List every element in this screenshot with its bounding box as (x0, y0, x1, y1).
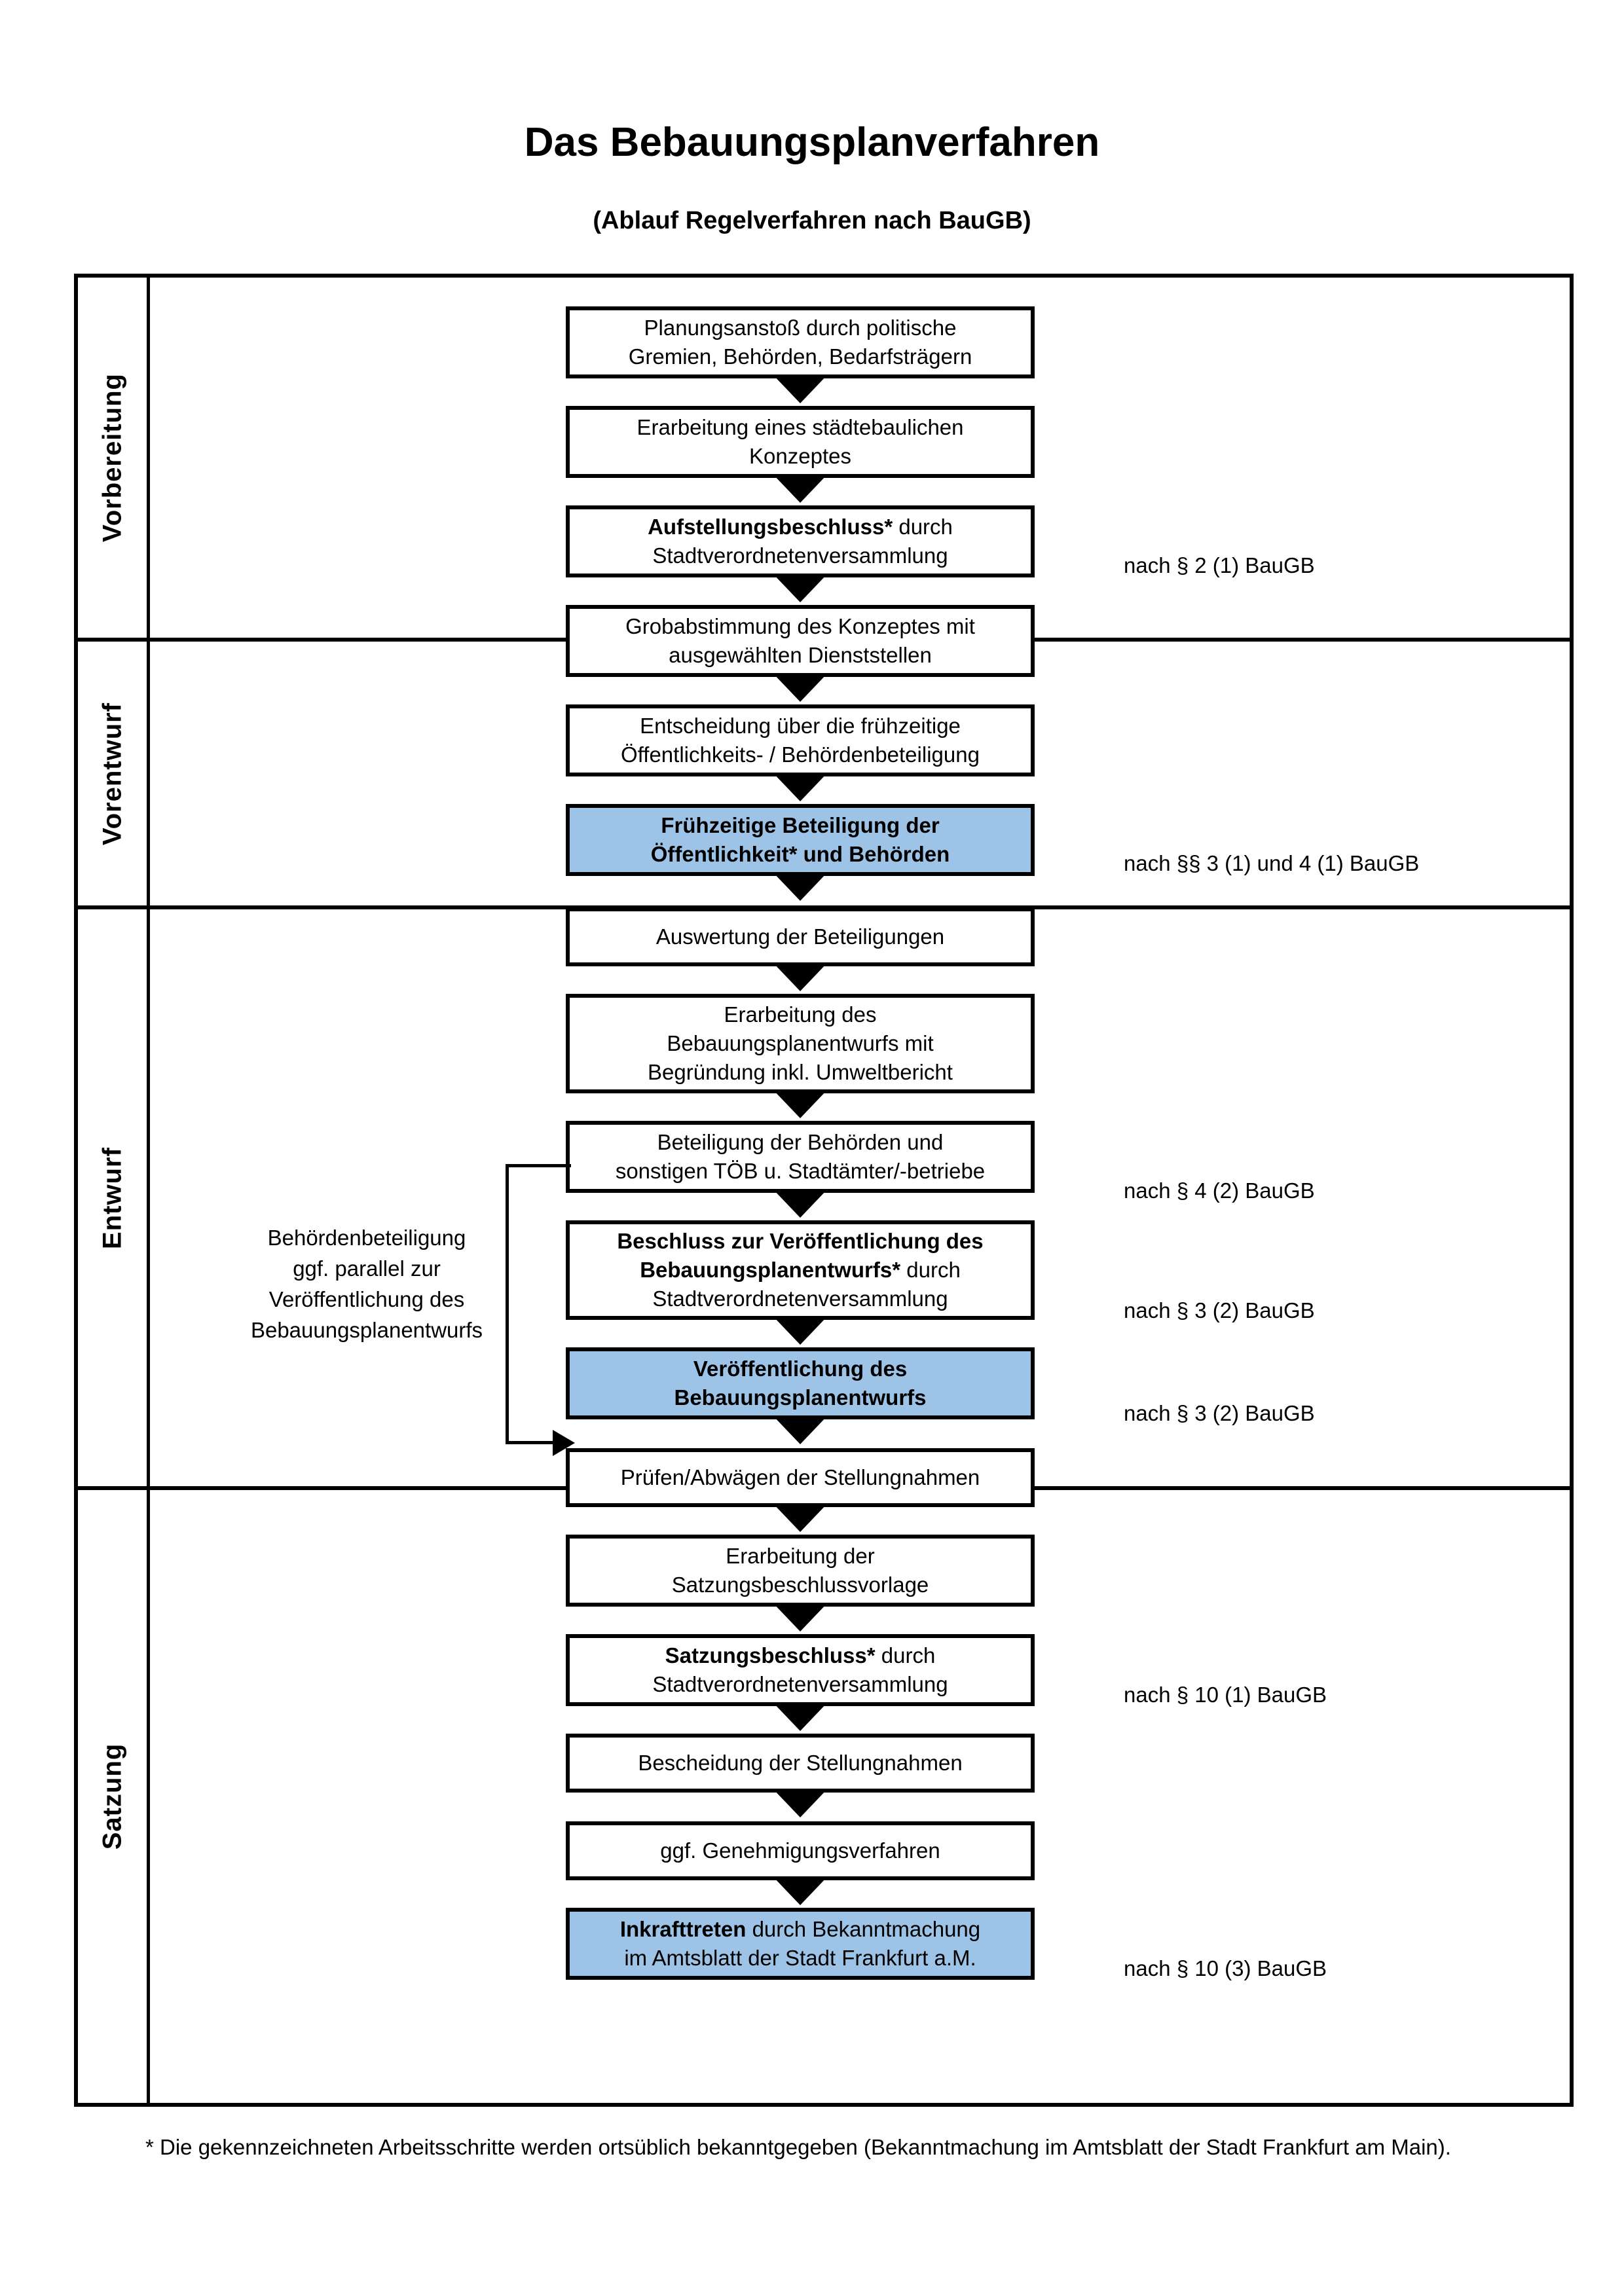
phase-label-satzung: Satzung (98, 1743, 126, 1850)
loop-connector (506, 1164, 578, 1456)
step-text-12: Prüfen/Abwägen der Stellungnahmen (620, 1465, 980, 1490)
arrow-down-icon-11 (773, 1415, 828, 1444)
arrow-down-icon-4 (773, 673, 828, 702)
step-text-16: ggf. Genehmigungsverfahren (660, 1838, 940, 1863)
loop-segment-top (506, 1164, 571, 1167)
arrow-down-icon-16 (773, 1876, 828, 1905)
arrow-down-icon-2 (773, 474, 828, 503)
loop-segment-bottom (506, 1441, 555, 1444)
reference-2: nach §§ 3 (1) und 4 (1) BauGB (1124, 851, 1420, 875)
loop-segment-left (506, 1164, 509, 1444)
side-note-line: Bebauungsplanentwurfs (250, 1317, 483, 1342)
step-box-12[interactable]: Prüfen/Abwägen der Stellungnahmen (566, 1448, 1035, 1507)
arrow-down-icon-15 (773, 1789, 828, 1817)
reference-7: nach § 10 (3) BauGB (1124, 1956, 1327, 1980)
arrow-down-icon-9 (773, 1189, 828, 1218)
phase-label-entwurf: Entwurf (98, 1146, 126, 1249)
side-note-behoerdenbeteiligung: Behördenbeteiligung ggf. parallel zur Ve… (196, 1223, 537, 1345)
reference-6: nach § 10 (1) BauGB (1124, 1683, 1327, 1707)
page-subtitle: (Ablauf Regelverfahren nach BauGB) (593, 207, 1031, 234)
side-note-line: ggf. parallel zur (293, 1256, 441, 1281)
loop-arrowhead-icon (553, 1430, 575, 1456)
step-bold-17: Inkrafttreten (619, 1917, 747, 1942)
phase-label-cell-vorentwurf: Vorentwurf (78, 642, 147, 905)
arrow-down-icon-5 (773, 773, 828, 801)
reference-5: nach § 3 (2) BauGB (1124, 1401, 1315, 1425)
step-bold-14: Satzungsbeschluss* (665, 1643, 876, 1668)
arrow-down-icon-6 (773, 872, 828, 901)
footnote: * Die gekennzeichneten Arbeitsschritte w… (145, 2135, 1451, 2159)
reference-3: nach § 4 (2) BauGB (1124, 1178, 1315, 1203)
arrow-down-icon-12 (773, 1503, 828, 1532)
step-bold-3: Aufstellungsbeschluss* (648, 515, 893, 539)
arrow-down-icon-10 (773, 1316, 828, 1345)
reference-1: nach § 2 (1) BauGB (1124, 553, 1315, 577)
arrow-down-icon-1 (773, 374, 828, 403)
phase-label-cell-entwurf: Entwurf (78, 909, 147, 1486)
step-text-15: Bescheidung der Stellungnahmen (638, 1751, 963, 1776)
step-bold-10a: Beschluss zur Veröffentlichung des (617, 1229, 984, 1254)
reference-4: nach § 3 (2) BauGB (1124, 1298, 1315, 1322)
phase-label-cell-vorbereitung: Vorbereitung (78, 278, 147, 638)
page-title: Das Bebauungsplanverfahren (524, 120, 1100, 165)
step-box-7[interactable]: Auswertung der Beteiligungen (566, 907, 1035, 966)
arrow-down-icon-14 (773, 1702, 828, 1731)
arrow-down-icon-8 (773, 1089, 828, 1118)
side-note-line: Behördenbeteiligung (267, 1226, 466, 1250)
step-box-15[interactable]: Bescheidung der Stellungnahmen (566, 1734, 1035, 1793)
arrow-down-icon-13 (773, 1603, 828, 1631)
side-note-line: Veröffentlichung des (268, 1286, 465, 1311)
step-text-7: Auswertung der Beteiligungen (655, 924, 945, 949)
phase-label-vorentwurf: Vorentwurf (98, 702, 126, 845)
arrow-down-icon-7 (773, 962, 828, 991)
arrow-down-icon-3 (773, 574, 828, 602)
step-box-16[interactable]: ggf. Genehmigungsverfahren (566, 1821, 1035, 1880)
phase-label-vorbereitung: Vorbereitung (98, 373, 126, 542)
sidebar-divider (147, 274, 150, 2107)
phase-label-cell-satzung: Satzung (78, 1490, 147, 2103)
step-bold-10b: Bebauungsplanentwurfs* (640, 1258, 901, 1283)
